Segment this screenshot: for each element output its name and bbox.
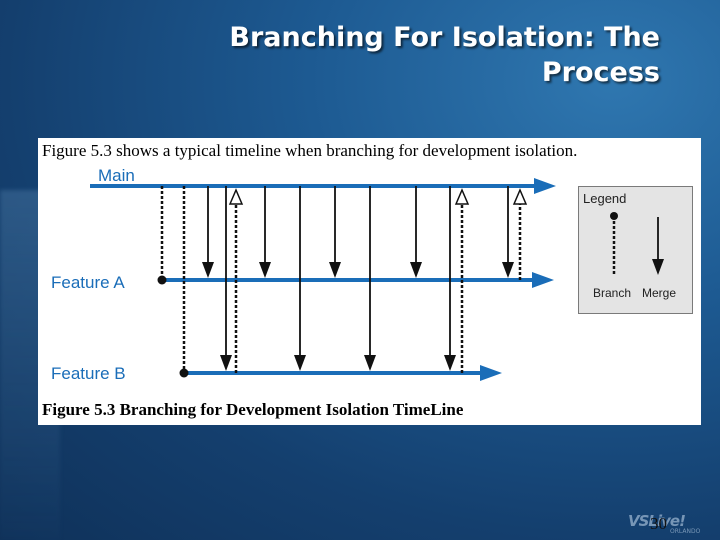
merge-up-arrowhead-1: [228, 188, 244, 205]
legend-symbols: [610, 212, 664, 275]
slide-title-line-1: Branching For Isolation: The: [229, 22, 660, 53]
merge-up-arrowhead-2: [454, 188, 470, 205]
slide-title-line-2: Process: [541, 57, 660, 88]
merge-down-arrowhead-b-2: [294, 355, 306, 371]
slide-title: Branching For Isolation: The Process: [100, 20, 660, 90]
figure-panel: Figure 5.3 shows a typical timeline when…: [38, 138, 701, 425]
vslive-logo-subtitle: ORLANDO: [670, 528, 701, 535]
merge-down-arrowhead-b-3: [364, 355, 376, 371]
vslive-logo: VSLive!: [628, 512, 686, 530]
feature-b-lane-arrowhead: [480, 365, 502, 381]
lane-label-feature-b: Feature B: [51, 364, 126, 383]
merge-down-arrowhead-a-2: [259, 262, 271, 278]
figure-caption-top: Figure 5.3 shows a typical timeline when…: [42, 141, 578, 160]
feature-a-start-dot: [157, 275, 167, 285]
legend-merge-label: Merge: [642, 286, 677, 300]
merge-down-arrowhead-b-4: [444, 355, 456, 371]
legend-branch-label: Branch: [593, 286, 632, 300]
legend-title: Legend: [583, 191, 627, 206]
merge-down-arrowhead-a-1: [202, 262, 214, 278]
lane-label-feature-a: Feature A: [51, 273, 125, 292]
legend-merge-arrowhead: [652, 259, 664, 275]
legend-box: Legend Branch Merge: [578, 186, 693, 314]
page-number: 30: [650, 514, 667, 533]
merge-down-arrowhead-a-4: [410, 262, 422, 278]
merge-down-arrowhead-a-3: [329, 262, 341, 278]
timeline-diagram: [90, 178, 556, 381]
lane-label-main: Main: [98, 166, 135, 185]
merge-down-arrowhead-b-1: [220, 355, 232, 371]
main-lane-arrowhead: [534, 178, 556, 194]
merge-down-arrowhead-a-5: [502, 262, 514, 278]
merge-up-arrowhead-3: [512, 188, 528, 205]
feature-a-lane-arrowhead: [532, 272, 554, 288]
figure-caption-bottom: Figure 5.3 Branching for Development Iso…: [42, 400, 464, 419]
